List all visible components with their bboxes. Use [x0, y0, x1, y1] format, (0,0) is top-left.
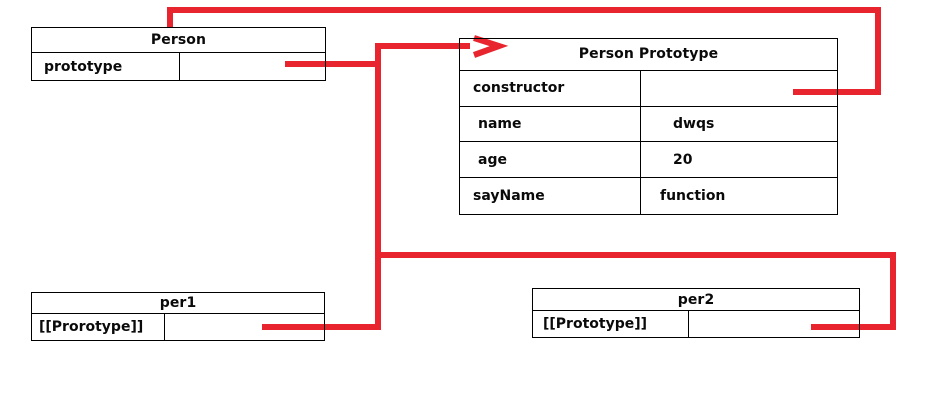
table-row[interactable]: sayName function — [460, 178, 837, 214]
object-box-person[interactable]: Person prototype — [31, 27, 326, 81]
property-value-sayname: function — [660, 188, 726, 205]
property-key-name: name — [460, 106, 641, 142]
table-row[interactable]: age 20 — [460, 142, 837, 179]
connector-trunk-vertical — [375, 43, 470, 330]
box-title-person: Person — [32, 28, 325, 53]
object-box-per1[interactable]: per1 [[Prorotype]] — [31, 292, 325, 341]
object-box-person-prototype[interactable]: Person Prototype constructor name dwqs a… — [459, 38, 838, 215]
property-value-constructor — [641, 71, 660, 106]
property-value-prototype — [180, 53, 194, 80]
box-title-per2: per2 — [533, 289, 859, 311]
property-value-per2-prototype — [689, 311, 703, 337]
property-value-name: dwqs — [673, 116, 715, 132]
table-row[interactable]: name dwqs — [460, 106, 837, 143]
table-row[interactable]: [[Prototype]] — [533, 311, 859, 337]
table-row[interactable]: constructor — [460, 70, 837, 107]
property-key-prototype: prototype — [32, 53, 180, 80]
table-row[interactable]: [[Prorotype]] — [32, 314, 324, 340]
property-value-per1-prototype — [165, 314, 179, 340]
box-title-per1: per1 — [32, 293, 324, 314]
property-key-per2-prototype: [[Prototype]] — [533, 311, 689, 337]
property-value-age: 20 — [673, 151, 693, 168]
table-row[interactable]: prototype — [32, 53, 325, 80]
object-box-per2[interactable]: per2 [[Prototype]] — [532, 288, 860, 338]
property-key-age: age — [460, 142, 641, 178]
box-title-person-prototype: Person Prototype — [460, 39, 837, 71]
property-key-per1-prototype: [[Prorotype]] — [32, 314, 165, 340]
property-key-constructor: constructor — [460, 70, 641, 106]
property-key-sayname: sayName — [460, 178, 641, 214]
